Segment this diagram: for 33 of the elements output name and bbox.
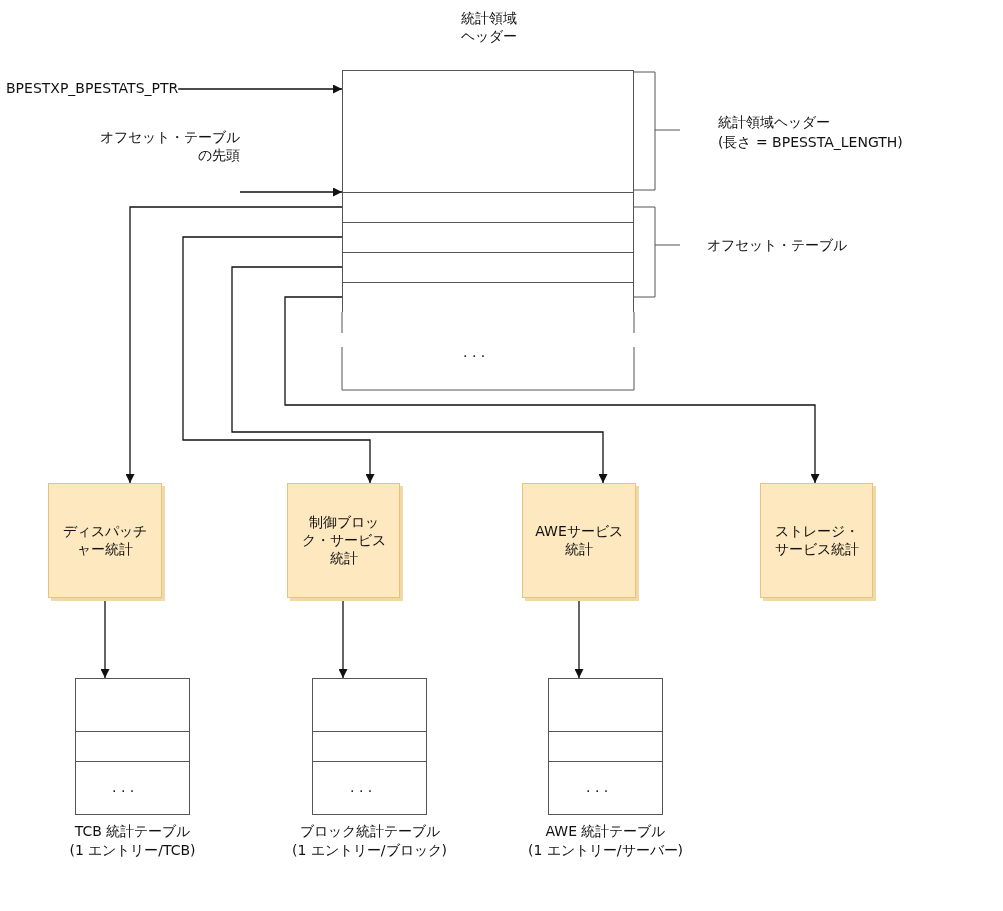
statistics-table: [75, 678, 190, 815]
offset-row: [342, 222, 634, 252]
statistics-table: [548, 678, 663, 815]
arrow: [182, 236, 375, 484]
statistics-box: ディスパッチャー統計: [48, 483, 162, 598]
statistics-table: [312, 678, 427, 815]
table-caption: (1 エントリー/ブロック): [291, 841, 448, 860]
ellipsis: . . .: [112, 778, 135, 797]
table-heading: 統計領域ヘッダー: [460, 9, 518, 46]
table-caption: ブロック統計テーブル: [298, 822, 441, 841]
table-caption: (1 エントリー/TCB): [68, 841, 197, 860]
ellipsis: . . .: [586, 778, 609, 797]
ellipsis: . . .: [350, 778, 373, 797]
ellipsis: . . .: [463, 343, 486, 362]
arrow: [231, 266, 608, 484]
statistics-box: AWEサービス統計: [522, 483, 636, 598]
bracket-label: (長さ = BPESSTA_LENGTH): [718, 133, 903, 152]
arrow: [177, 84, 343, 94]
table-caption: TCB 統計テーブル: [73, 822, 192, 841]
pointer-label: オフセット・テーブルの先頭: [99, 128, 240, 165]
bracket-label: 統計領域ヘッダー: [718, 113, 830, 132]
offset-row: [342, 282, 634, 312]
arrow: [125, 206, 343, 484]
statistics-box: 制御ブロック・サービス統計: [287, 483, 400, 598]
arrow: [239, 187, 343, 197]
statistics-box: ストレージ・サービス統計: [760, 483, 873, 598]
offset-row: [342, 192, 634, 222]
pointer-label: BPESTXP_BPESTATS_PTR: [6, 79, 179, 98]
table-caption: AWE 統計テーブル: [544, 822, 667, 841]
arrow: [284, 296, 820, 484]
offset-row: [342, 252, 634, 282]
bracket-label: オフセット・テーブル: [707, 236, 847, 255]
table-caption: (1 エントリー/サーバー): [527, 841, 684, 860]
